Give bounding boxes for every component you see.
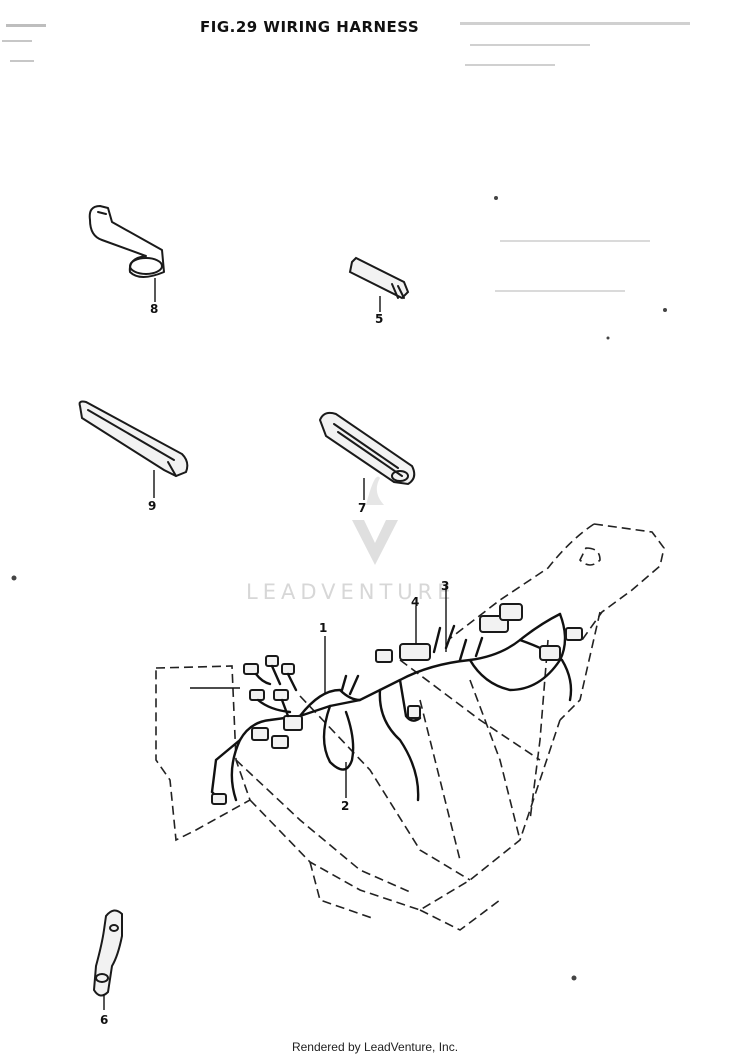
band-part-9 (78, 400, 189, 498)
wiring-harness (210, 603, 583, 805)
clamp-part-8 (88, 205, 165, 302)
clamp-part-6 (92, 909, 123, 1010)
watermark-text: LEADVENTURE (246, 580, 456, 604)
frame-outline (155, 523, 665, 931)
callout-9: 9 (148, 499, 156, 513)
callout-3: 3 (441, 579, 449, 593)
figure-title: FIG.29 WIRING HARNESS (200, 18, 419, 36)
clamp-part-5 (348, 256, 410, 312)
callout-7: 7 (358, 501, 366, 515)
scan-noise (2, 22, 690, 981)
callout-1: 1 (319, 621, 327, 635)
callout-2: 2 (341, 799, 349, 813)
callout-8: 8 (150, 302, 158, 316)
watermark-logo (352, 476, 398, 565)
callout-4: 4 (411, 595, 419, 609)
callout-6: 6 (100, 1013, 108, 1027)
band-part-7 (318, 411, 416, 500)
callout-5: 5 (375, 312, 383, 326)
footer-credit: Rendered by LeadVenture, Inc. (291, 1040, 459, 1054)
